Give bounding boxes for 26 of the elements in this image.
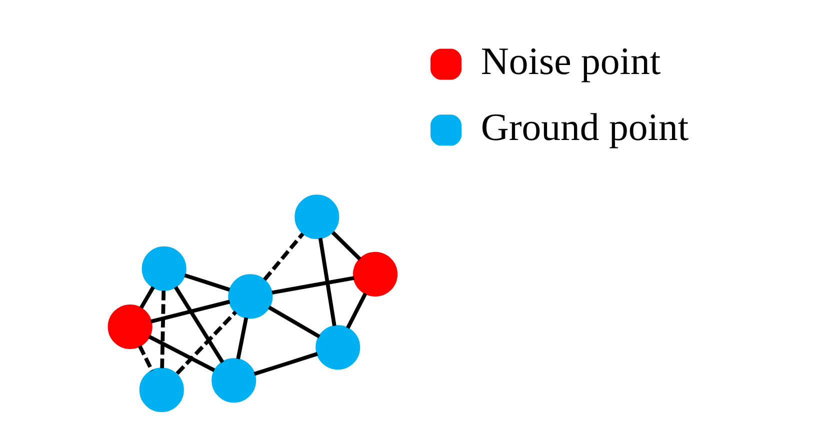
node-circle [212,358,256,403]
connector [263,232,304,281]
connector [150,300,230,324]
connector [174,286,224,364]
connector [331,231,362,261]
legend-label: Noise point [480,40,661,83]
connector [236,317,248,360]
node-circle [142,246,186,291]
connector [176,310,238,375]
connector [148,334,216,372]
connector [138,345,154,372]
connector [346,292,368,329]
legend-label: Ground point [480,106,689,149]
connector [184,273,230,292]
connector [318,238,336,326]
node-circle [108,304,152,350]
connector [272,276,354,294]
node-circle [139,368,184,412]
node-circle [316,325,360,370]
node-circle [294,194,340,240]
connector [268,306,320,338]
connector [254,352,318,376]
connector [140,286,155,309]
node-circle [352,252,398,296]
connector [160,290,166,368]
node-circle [228,274,273,319]
